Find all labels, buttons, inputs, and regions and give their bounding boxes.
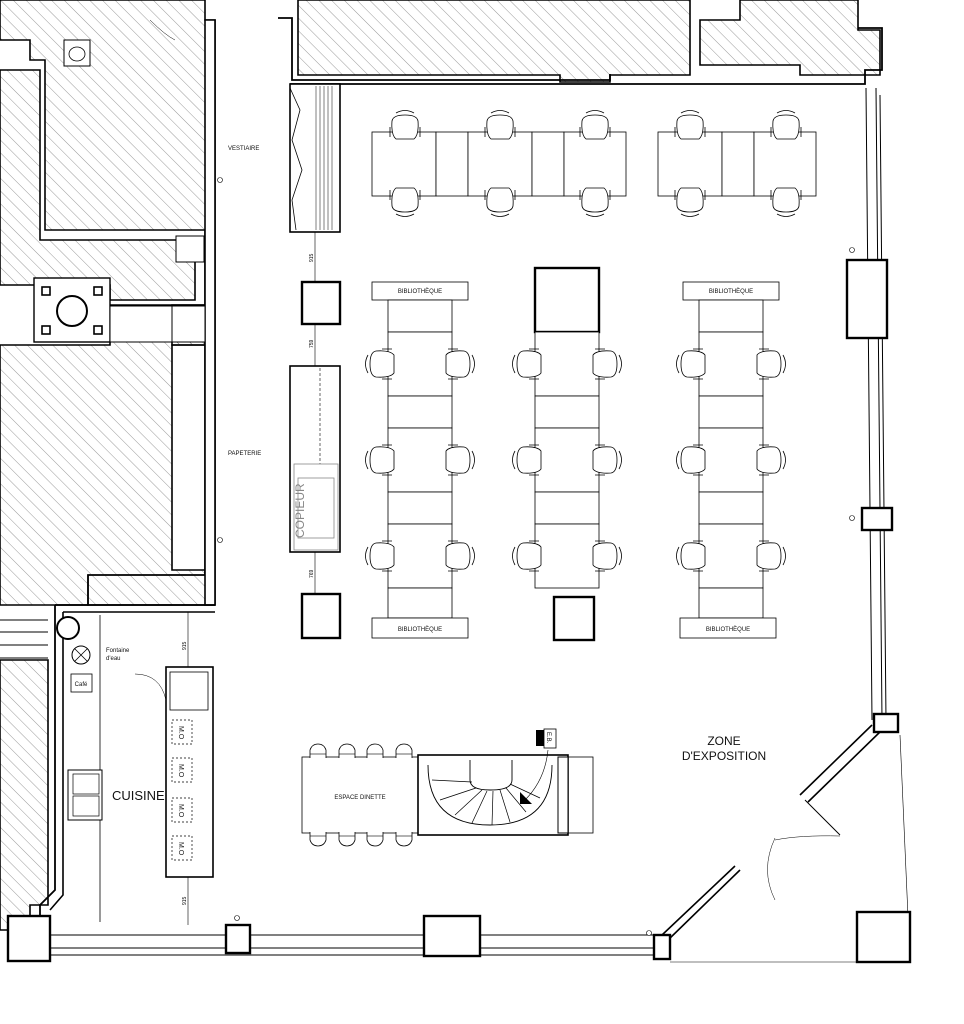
spiral-staircase [417,749,569,836]
sink-topleft [63,39,91,67]
water-fountain [71,645,91,665]
bibliotheque-label-top-left: BIBLIOTHÈQUE [398,288,442,295]
room-label-papeterie: PAPETERIE [228,451,261,457]
room-label-cuisine: CUISINE [112,788,165,803]
hatched-zones [0,0,881,931]
corridor-cabinets: 915 759 769 [300,232,342,640]
outlets [217,177,855,936]
top-desk-row-2 [657,131,817,197]
fontaine-label-2: d'eau [106,656,121,662]
dim-769: 769 [309,569,315,578]
stair-rail-left [0,619,48,659]
desk-column-middle [533,266,601,642]
bibliotheque-label-top-right: BIBLIOTHÈQUE [709,288,753,295]
room-label-zone-1: ZONE [707,734,740,748]
vestiaire-wardrobe [289,83,341,233]
room-label-espace-dinette: ESPACE DINETTE [334,795,385,801]
desk-column-right [679,281,780,639]
room-label-zone-2: D'EXPOSITION [682,749,766,763]
column-square [33,277,111,343]
papeterie-counter [289,365,341,553]
dim-759: 759 [309,339,315,348]
mo-label-3: M.O [177,804,184,818]
dim-915-b: 915 [182,641,188,650]
fontaine-label-1: Fontaine [106,648,130,654]
top-desk-row-1 [371,131,627,197]
copieur-label: COPIEUR [293,483,307,538]
cabinets-left [109,235,206,343]
cafe-label: Café [75,682,88,688]
bibliotheque-label-bottom-left: BIBLIOTHÈQUE [398,626,442,633]
mo-label-4: M.O [177,842,184,856]
kitchen-counter [134,612,214,925]
pillars [6,258,912,964]
mo-label-2: M.O [177,764,184,778]
mo-label-1: M.O [177,726,184,740]
room-label-vestiaire: VESTIAIRE [228,146,259,152]
dim-915-a: 915 [309,253,315,262]
eb-label: E.B. [545,732,551,744]
door-arcs [149,19,841,901]
cafe-machine [70,673,93,693]
bibliotheque-label-bottom-right: BIBLIOTHÈQUE [706,626,750,633]
kitchen-sink [67,769,103,821]
electrical-board [536,728,557,749]
walls [30,17,911,963]
dim-915-c: 915 [182,896,188,905]
